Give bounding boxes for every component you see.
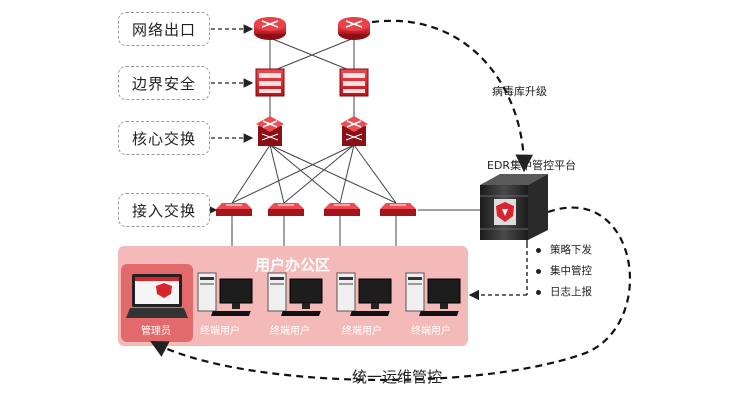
access-switch-2[interactable]	[268, 203, 304, 216]
office-title: 用户办公区	[255, 256, 331, 274]
terminal-pc-2[interactable]	[267, 272, 323, 316]
label-border-security: 边界安全	[118, 66, 210, 100]
terminal-caption-4: 终端用户	[411, 326, 451, 337]
virus-update-label: 病毒库升级	[492, 85, 547, 98]
admin-laptop[interactable]	[126, 274, 188, 318]
label-arrows	[207, 24, 254, 215]
label-access-switch: 接入交换	[118, 193, 210, 227]
router-right[interactable]	[338, 17, 370, 40]
admin-caption: 管理员	[141, 326, 171, 337]
feature-central-control: 集中管控	[536, 261, 592, 282]
network-links	[231, 37, 480, 246]
router-left[interactable]	[254, 17, 286, 40]
label-internet-exit: 网络出口	[118, 12, 210, 46]
terminal-caption-3: 终端用户	[342, 326, 382, 337]
bottom-label: 统一运维管控	[352, 368, 443, 386]
core-switch-left[interactable]	[256, 116, 284, 146]
edr-title: EDR集中管控平台	[487, 159, 577, 172]
terminal-pc-1[interactable]	[197, 272, 253, 316]
feature-log-report: 日志上报	[536, 282, 592, 303]
management-arcs	[150, 19, 632, 382]
firewall-left[interactable]	[255, 68, 285, 97]
edr-server[interactable]	[480, 174, 548, 240]
feature-policy: 策略下发	[536, 240, 592, 261]
access-switch-4[interactable]	[380, 203, 416, 216]
core-switch-right[interactable]	[340, 116, 368, 146]
terminal-pc-4[interactable]	[405, 272, 461, 316]
access-switch-3[interactable]	[324, 203, 360, 216]
terminal-caption-2: 终端用户	[270, 326, 310, 337]
terminal-caption-1: 终端用户	[200, 326, 240, 337]
access-switch-1[interactable]	[216, 203, 252, 216]
edr-to-office-link	[468, 240, 528, 301]
terminal-pc-3[interactable]	[336, 272, 392, 316]
label-core-switch: 核心交换	[118, 121, 210, 155]
firewall-right[interactable]	[339, 68, 369, 97]
edr-feature-list: 策略下发 集中管控 日志上报	[536, 240, 592, 303]
